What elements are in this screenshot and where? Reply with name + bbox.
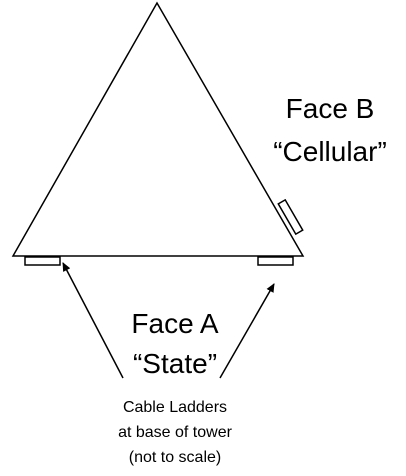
cable-ladders-note-line-3: (not to scale) bbox=[128, 449, 222, 466]
face-a-subtitle: “State” bbox=[132, 348, 218, 379]
cable-ladders-note-line-1: Cable Ladders bbox=[122, 399, 228, 416]
arrow-to-left-ladder bbox=[62, 262, 124, 379]
cable-ladder-face-a-right bbox=[257, 256, 294, 266]
face-b-title: Face B bbox=[285, 93, 375, 124]
cable-ladder-face-a-left bbox=[24, 256, 61, 266]
face-b-subtitle: “Cellular” bbox=[273, 136, 387, 167]
face-a-title: Face A bbox=[131, 308, 219, 339]
cable-ladders-note-line-2: at base of tower bbox=[118, 424, 232, 441]
cable-ladder-face-b bbox=[277, 198, 304, 236]
tower-outline-triangle bbox=[11, 1, 305, 257]
arrow-to-right-ladder bbox=[219, 283, 275, 379]
